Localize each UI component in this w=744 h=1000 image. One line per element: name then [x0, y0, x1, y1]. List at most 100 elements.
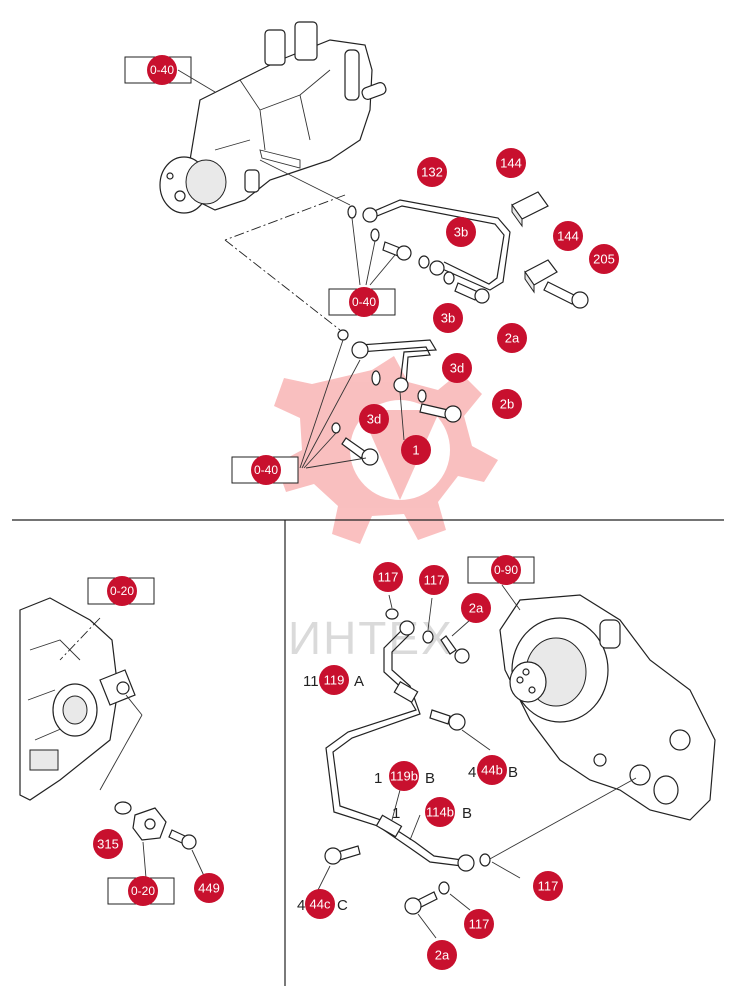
washer-3d-right: [417, 389, 427, 403]
leader-ref3-a: [299, 339, 344, 469]
ref-box-0-40-low: 0-40: [231, 455, 299, 485]
badge-3b-lower: 3b: [433, 303, 463, 333]
label-119b-prefix: 1: [374, 770, 382, 787]
svg-text:205: 205: [593, 252, 615, 267]
leader-pump-stud: [259, 159, 351, 206]
label-44c-prefix: 4: [297, 897, 305, 914]
svg-text:0-40: 0-40: [352, 295, 376, 309]
bolt-44b: [429, 709, 466, 731]
pipe-clip-A: [393, 680, 419, 704]
svg-text:44c: 44c: [310, 897, 331, 912]
vacuum-pipe: [325, 620, 475, 872]
svg-text:132: 132: [421, 165, 443, 180]
bolt-449: [168, 829, 197, 850]
badge-3d-left: 3d: [359, 404, 389, 434]
label-114b-prefix: 1: [392, 805, 400, 822]
leader-ref-bolt: [369, 254, 396, 286]
leader-449: [191, 849, 206, 879]
leader-2a-right: [451, 619, 471, 637]
leader-117c-b: [491, 861, 521, 879]
washer-top-2: [370, 228, 380, 242]
svg-text:119: 119: [324, 673, 345, 688]
badge-119b: 119b: [389, 761, 419, 791]
centerline-1: [224, 194, 346, 241]
washer-3d-left: [371, 370, 381, 386]
svg-text:2a: 2a: [505, 331, 520, 346]
leader-117d: [449, 893, 471, 911]
svg-text:0-20: 0-20: [110, 584, 134, 598]
bolt-3b-upper: [382, 241, 412, 261]
injection-pump: [159, 21, 387, 214]
washer-117d: [438, 881, 450, 895]
badge-114b: 114b: [425, 797, 455, 827]
washer-pipe1-top: [337, 329, 349, 341]
badge-2a-top: 2a: [497, 323, 527, 353]
o-ring-315: [114, 801, 132, 815]
watermark-gear: [274, 356, 498, 544]
leader-117a: [388, 594, 393, 609]
svg-text:2b: 2b: [500, 397, 514, 412]
washer-3b-upper: [418, 255, 430, 269]
leader-ref-washer1: [351, 217, 361, 286]
watermark-gear-logo: [274, 356, 498, 544]
badge-205: 205: [589, 244, 619, 274]
svg-text:0-40: 0-40: [150, 63, 174, 77]
leader-117c: [487, 777, 637, 861]
svg-text:0-90: 0-90: [494, 563, 518, 577]
badge-117c: 117: [533, 871, 563, 901]
ref-box-0-40-top: 0-40: [124, 55, 192, 85]
ref-box-0-90: 0-90: [467, 555, 535, 585]
svg-text:3b: 3b: [454, 225, 468, 240]
washer-lower-left: [331, 422, 341, 434]
svg-text:144: 144: [557, 229, 579, 244]
leader-ref4: [59, 617, 101, 661]
ref-box-0-20-top: 0-20: [87, 576, 155, 606]
leader-ref3-d: [305, 457, 367, 469]
ref-box-0-40-mid: 0-40: [328, 287, 396, 317]
badge-144-lower: 144: [553, 221, 583, 251]
svg-text:2a: 2a: [469, 601, 484, 616]
badge-2a-right: 2a: [461, 593, 491, 623]
bolt-2b: [419, 403, 462, 423]
badge-117d: 117: [464, 909, 494, 939]
clamp-144-lower: [524, 259, 558, 294]
bolt-2a-top: [454, 282, 490, 304]
bolt-44c: [324, 845, 361, 865]
leader-bl-2: [99, 714, 143, 791]
badge-132: 132: [417, 157, 447, 187]
washer-117a: [385, 608, 399, 620]
bolt-205: [543, 281, 589, 309]
svg-text:2a: 2a: [435, 948, 450, 963]
svg-text:117: 117: [469, 917, 490, 932]
svg-text:117: 117: [538, 879, 559, 894]
leader-44c: [317, 865, 331, 891]
pump-fitting: [344, 49, 360, 101]
washer-3b-lower: [443, 271, 455, 285]
leader-117b: [427, 597, 433, 631]
centerline-2: [224, 239, 341, 331]
bolt-2a-right: [440, 635, 470, 664]
vacuum-pump: [499, 594, 716, 821]
svg-text:315: 315: [97, 837, 119, 852]
leader-ref3-b: [301, 359, 361, 469]
cover-plate: [132, 807, 167, 841]
bolt-2a-lower: [404, 891, 438, 915]
pump-cap-left: [264, 29, 286, 66]
badge-3d-right: 3d: [442, 353, 472, 383]
label-119a-suffix: A: [354, 673, 364, 690]
pump-cap-right: [294, 21, 318, 61]
label-44b-suffix: B: [508, 764, 518, 781]
badge-117b: 117: [419, 565, 449, 595]
washer-117c: [479, 853, 491, 867]
ref-box-0-20-bottom: 0-20: [107, 876, 175, 906]
leader-2a-lower: [417, 913, 437, 939]
svg-text:1: 1: [412, 443, 419, 458]
badge-3b-upper: 3b: [446, 217, 476, 247]
badge-2a-lower: 2a: [427, 940, 457, 970]
leader-1: [399, 391, 405, 441]
pipe-clip-B: [375, 814, 403, 838]
fuel-pipe-132: [362, 199, 511, 291]
svg-text:3d: 3d: [450, 361, 464, 376]
label-114b-suffix: B: [462, 805, 472, 822]
